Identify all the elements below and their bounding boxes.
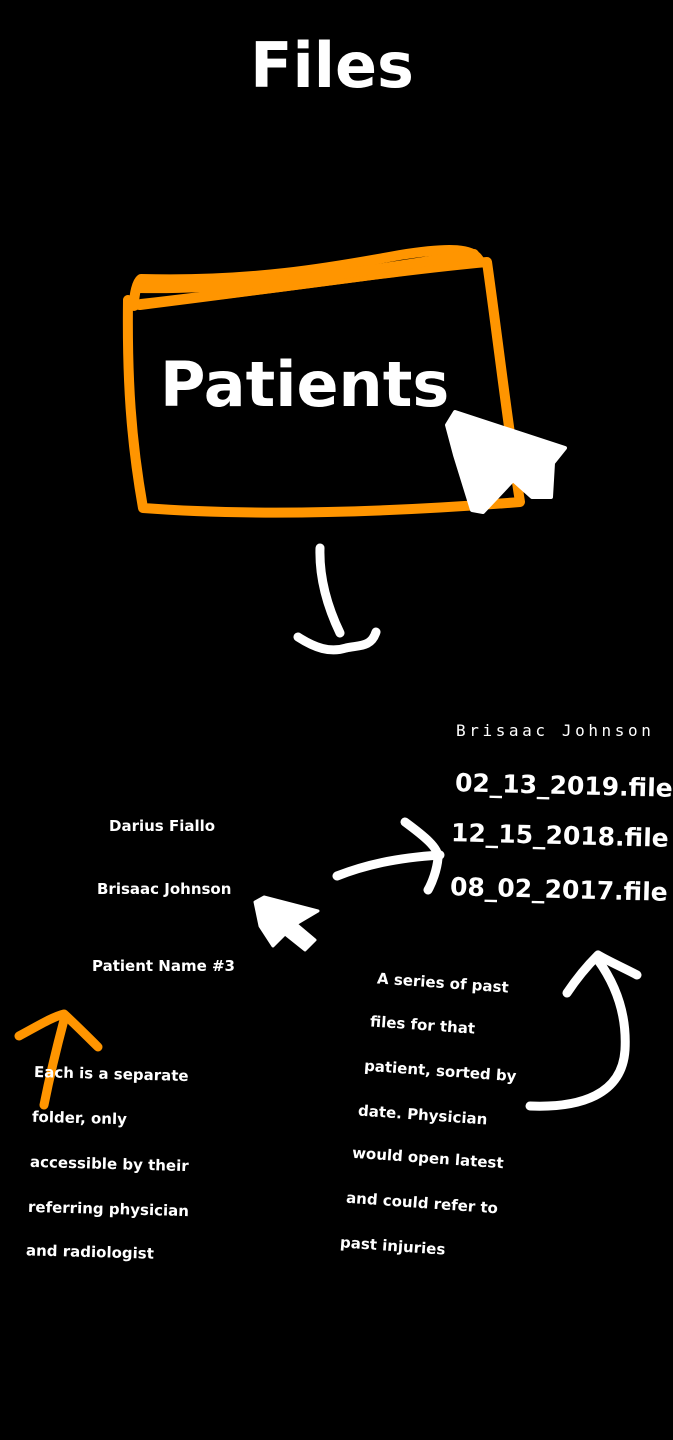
right-arrow-icon (332, 817, 445, 895)
down-arrow-icon (293, 543, 381, 655)
small-cursor-shape (253, 895, 320, 952)
file-item-2017-08-02[interactable]: 08_02_2017.file (449, 872, 669, 907)
folder-label: Patients (160, 348, 450, 421)
folders-note-line: referring physician (27, 1197, 190, 1221)
orange-up-arrow-icon (14, 1009, 103, 1110)
files-header: Brisaac Johnson (456, 721, 655, 740)
files-note-line: would open latest (351, 1143, 505, 1173)
small-cursor-icon (253, 895, 320, 952)
patient-item-brisaac-johnson[interactable]: Brisaac Johnson (97, 880, 232, 898)
folders-note-line: and radiologist (25, 1241, 155, 1263)
patient-item-darius-fiallo[interactable]: Darius Fiallo (109, 817, 216, 835)
files-note-line: past injuries (339, 1233, 446, 1259)
curved-up-arrow-icon (525, 950, 642, 1111)
file-item-2019-02-13[interactable]: 02_13_2019.file (454, 768, 673, 803)
folders-note-line: Each is a separate (33, 1062, 189, 1086)
folders-note-line: accessible by their (29, 1152, 189, 1176)
folders-note-line: folder, only (31, 1107, 128, 1129)
file-item-2018-12-15[interactable]: 12_15_2018.file (450, 818, 670, 853)
files-note-line: and could refer to (345, 1188, 499, 1218)
page-title: Files (250, 29, 414, 102)
files-note-line: A series of past (376, 969, 510, 997)
files-note-line: files for that (369, 1012, 476, 1038)
files-note-line: patient, sorted by (363, 1056, 518, 1086)
patient-item-3[interactable]: Patient Name #3 (92, 957, 235, 975)
files-note-line: date. Physician (357, 1101, 488, 1129)
